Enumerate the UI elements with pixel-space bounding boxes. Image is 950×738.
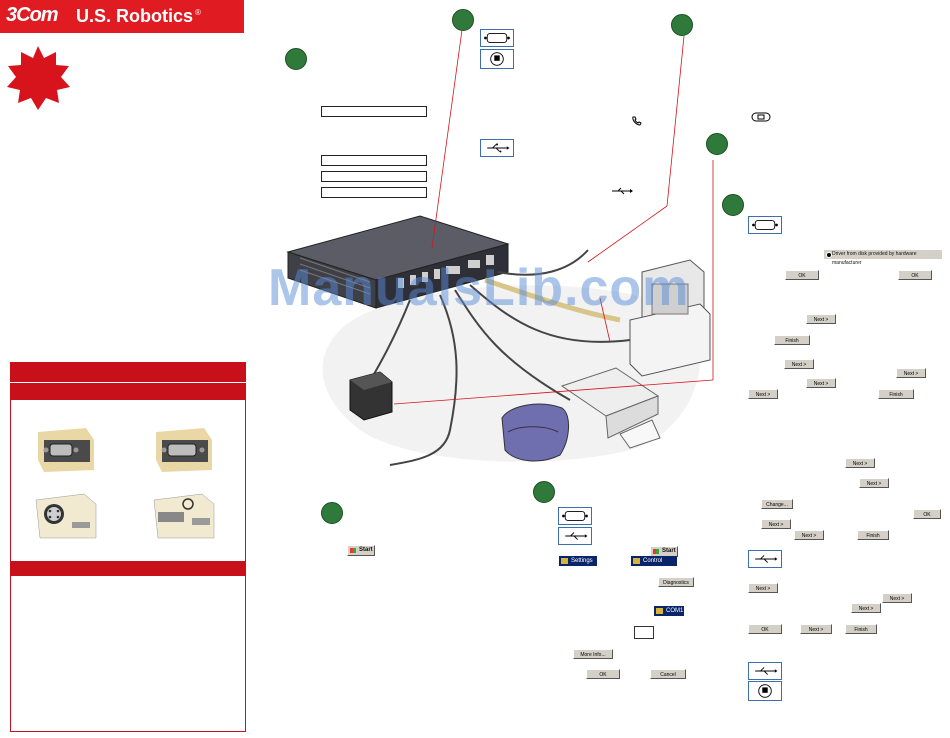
serial-port-alt-photo-icon	[156, 428, 212, 472]
ok-button[interactable]: OK	[748, 624, 782, 634]
brand-header-bar	[0, 0, 244, 33]
finish-button[interactable]: Finish	[845, 624, 877, 634]
next-button[interactable]: Next >	[748, 583, 778, 593]
change-button[interactable]: Change...	[761, 499, 793, 509]
ps2-port-photo-icon	[35, 493, 97, 539]
more-info-button[interactable]: More Info...	[573, 649, 613, 659]
serial-port-photo-icon	[38, 428, 94, 472]
text-field	[321, 106, 427, 117]
next-button[interactable]: Next >	[806, 314, 836, 324]
next-button[interactable]: Next >	[761, 519, 791, 529]
usb-connector-icon	[748, 550, 782, 568]
connector-panel-subheader	[10, 382, 246, 400]
ok-button[interactable]: OK	[785, 270, 819, 280]
ok-button[interactable]: OK	[913, 509, 941, 519]
text-field	[321, 187, 427, 198]
start-button[interactable]: Start	[347, 545, 375, 556]
menu-control-panel[interactable]: Control Panel	[631, 556, 677, 574]
next-button[interactable]: Next >	[859, 478, 889, 488]
next-button[interactable]: Next >	[806, 378, 836, 388]
usb-symbol-icon	[612, 187, 633, 195]
connector-panel-divider	[10, 561, 246, 576]
usb-connector-icon	[480, 139, 514, 157]
step-circle	[321, 502, 343, 524]
step-circle	[285, 48, 307, 70]
step-circle	[671, 14, 693, 36]
next-button[interactable]: Next >	[800, 624, 832, 634]
ok-button[interactable]: OK	[586, 669, 620, 679]
driver-from-disk-option[interactable]: Driver from disk provided by hardware ma…	[824, 250, 942, 266]
menu-settings[interactable]: Settings	[559, 556, 597, 566]
phone-handset-icon	[632, 116, 642, 126]
modem-setup-illustration	[286, 215, 711, 466]
checkbox[interactable]	[634, 626, 654, 639]
next-button[interactable]: Next >	[882, 593, 912, 603]
step-circle	[706, 133, 728, 155]
ok-button[interactable]: OK	[898, 270, 932, 280]
phone-jack-icon	[751, 112, 771, 122]
watermark-text: ManualsLib.com	[268, 259, 690, 317]
registered-mark: ®	[195, 8, 201, 17]
text-field	[321, 155, 427, 166]
step-circle	[452, 9, 474, 31]
next-button[interactable]: Next >	[845, 458, 875, 468]
next-button[interactable]: Next >	[748, 389, 778, 399]
serial-connector-icon	[480, 29, 514, 47]
next-button[interactable]: Next >	[784, 359, 814, 369]
usb-connector-icon	[748, 662, 782, 680]
serial-connector-icon	[558, 507, 592, 525]
next-button[interactable]: Next >	[896, 368, 926, 378]
cancel-button[interactable]: Cancel	[650, 669, 686, 679]
step-circle	[722, 194, 744, 216]
ps2-connector-icon	[480, 49, 514, 69]
brand-3com-logo: 3Com	[6, 4, 59, 26]
finish-button[interactable]: Finish	[878, 389, 914, 399]
finish-button[interactable]: Finish	[857, 530, 889, 540]
usb-connector-icon	[558, 527, 592, 545]
connector-panel	[10, 362, 246, 732]
com1-item[interactable]: COM1	[654, 606, 684, 616]
text-field	[321, 171, 427, 182]
serial-connector-icon	[748, 216, 782, 234]
next-button[interactable]: Next >	[794, 530, 824, 540]
step-circle	[533, 481, 555, 503]
finish-button[interactable]: Finish	[774, 335, 810, 345]
starburst-icon	[7, 46, 70, 110]
usb-port-photo-icon	[153, 493, 215, 539]
brand-usrobotics-logo: U.S. Robotics	[76, 6, 194, 26]
diagnostics-tab[interactable]: Diagnostics	[658, 577, 694, 587]
next-button[interactable]: Next >	[851, 603, 881, 613]
connector-panel-header	[10, 362, 246, 382]
ps2-connector-icon	[748, 681, 782, 701]
